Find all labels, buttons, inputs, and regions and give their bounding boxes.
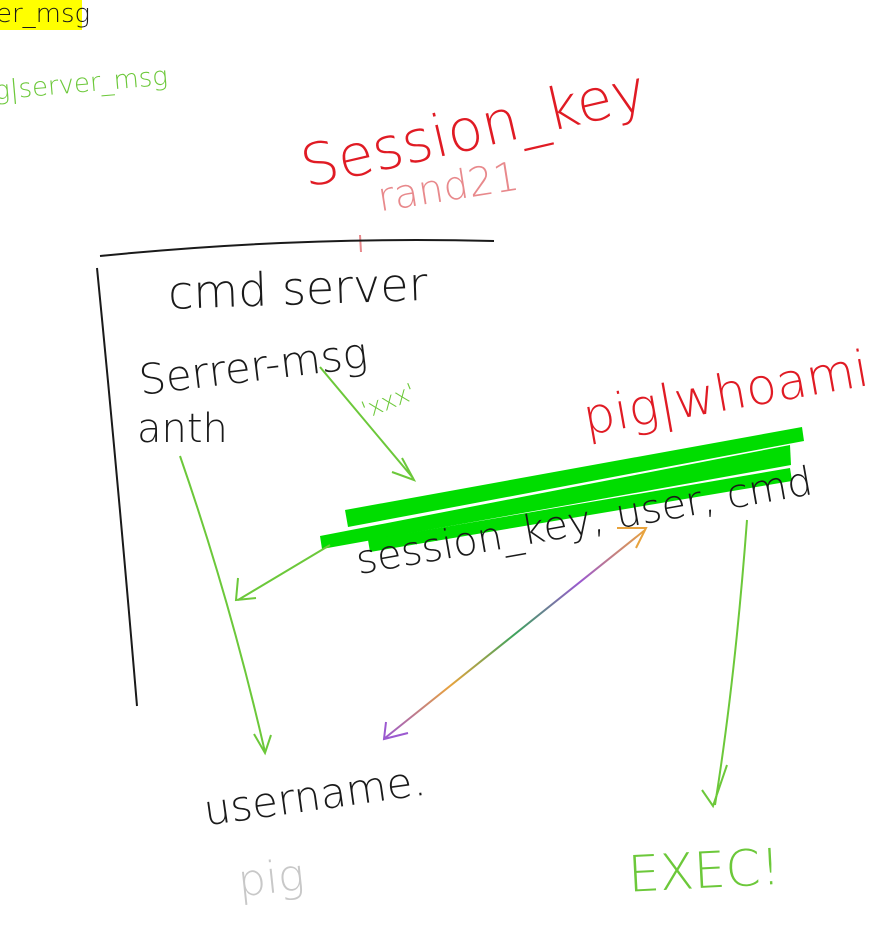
exec-arrow-head bbox=[701, 764, 728, 809]
xxx-arrow-head bbox=[391, 457, 417, 482]
box-left-line bbox=[96, 267, 138, 707]
pig-server-msg-label: g|server_msg bbox=[0, 62, 169, 107]
red-tick bbox=[359, 234, 362, 253]
rainbow-link-head-bottom bbox=[382, 721, 409, 741]
cmd-server-label: cmd server bbox=[167, 257, 428, 320]
green-highlight-band-1 bbox=[345, 427, 804, 527]
auth-to-username-arrow-line bbox=[179, 455, 266, 753]
band-to-box-arrow-head bbox=[234, 577, 257, 602]
auth-label: anth bbox=[137, 406, 228, 452]
green-highlight-band-3 bbox=[368, 468, 792, 552]
xxx-arrow-line bbox=[319, 366, 414, 479]
server-msg-label: Serrer-msg bbox=[136, 328, 370, 405]
exec-arrow-line bbox=[714, 519, 748, 806]
rainbow-link-head-top bbox=[617, 527, 648, 549]
exec-label: EXEC! bbox=[627, 838, 782, 904]
username-label: username. bbox=[201, 756, 429, 836]
band-to-box-arrow-line bbox=[237, 544, 331, 601]
green-highlight-band-2 bbox=[320, 445, 791, 549]
box-top-line bbox=[99, 239, 495, 257]
pig-label: pig bbox=[235, 850, 307, 908]
auth-to-username-arrow-head bbox=[253, 733, 272, 756]
rainbow-link-line bbox=[384, 529, 646, 739]
yellow-highlight bbox=[0, 0, 82, 30]
xxx-label: 'xxx' bbox=[357, 378, 419, 425]
pig-whoami-label: pig|whoami bbox=[578, 339, 873, 446]
server-msg-top-label: er_msg bbox=[0, 0, 90, 29]
